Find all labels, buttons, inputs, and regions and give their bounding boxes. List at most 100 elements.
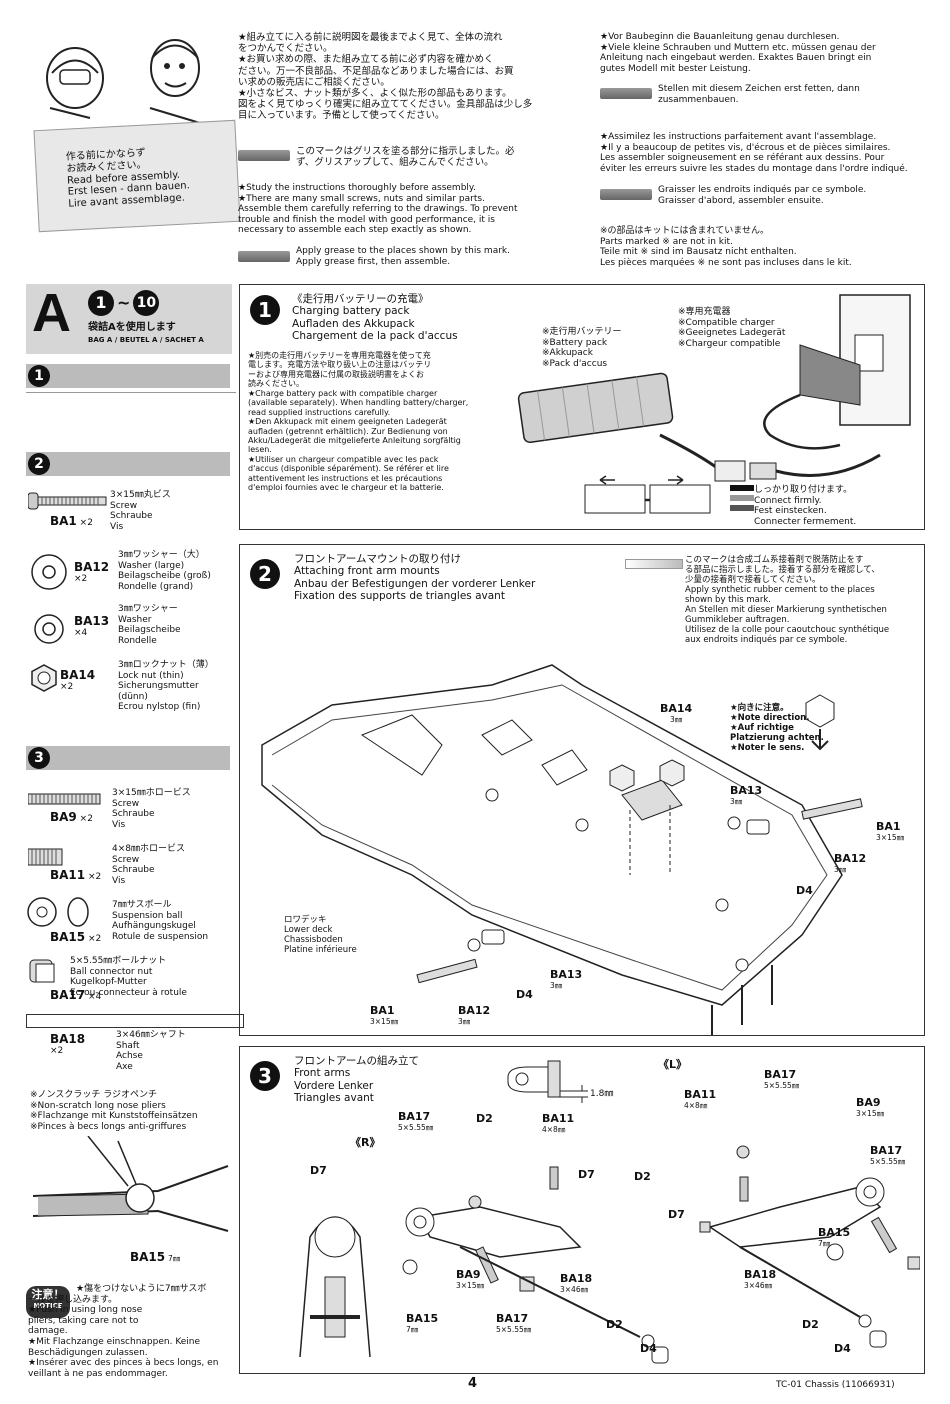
step-3-title: フロントアームの組み立て Front arms Vordere Lenker T… xyxy=(294,1055,420,1105)
battery-charger-illustration xyxy=(517,294,911,514)
left-arm-illustration xyxy=(699,1145,920,1348)
step-range-start: 1 xyxy=(88,290,114,316)
step-2-box: 2 フロントアームマウントの取り付け Attaching front arm m… xyxy=(239,544,925,1036)
bag-multilang: BAG A / BEUTEL A / SACHET A xyxy=(88,336,204,344)
page-number: 4 xyxy=(468,1376,478,1391)
bag-header: A 1 ~ 10 袋詰Aを使用します BAG A / BEUTEL A / SA… xyxy=(26,283,232,354)
parts-band-1: 1 xyxy=(26,364,230,388)
l-label-d2-top: D2 xyxy=(634,1170,651,1183)
part-ba14: BA14×2 xyxy=(60,668,96,693)
part-ba18: BA18×2 xyxy=(50,1032,86,1057)
grease-mark-icon xyxy=(238,150,290,161)
notice-badge: 注意！ NOTICE xyxy=(26,1286,70,1318)
lower-deck-illustration xyxy=(261,664,863,1035)
part-ba1-desc: 3×15㎜丸ビス Screw Schraube Vis xyxy=(110,490,171,532)
r-label-d7-top: D7 xyxy=(310,1164,327,1177)
l-label-d2-bottom: D2 xyxy=(802,1318,819,1331)
grease-mark-icon xyxy=(238,251,290,262)
step-1-body: ★別売の走行用バッテリーを専用充電器を使って充 電します。充電方法や取り扱い上の… xyxy=(248,351,469,493)
grease-fr-text: Graisser les endroits indiqués par ce sy… xyxy=(658,185,867,206)
dimension-label: 1.8㎜ xyxy=(590,1089,614,1099)
cement-mark-icon xyxy=(625,559,683,569)
part-ba15-desc: 7㎜サスボール Suspension ball Aufhängungskugel… xyxy=(112,900,209,942)
lock-nut-icon xyxy=(31,664,57,692)
direction-arrow-icon xyxy=(805,694,835,751)
pliers-note: ※ノンスクラッチ ラジオペンチ ※Non-scratch long nose p… xyxy=(30,1090,198,1132)
r-label-d2-top: D2 xyxy=(476,1112,493,1125)
model-footer: TC-01 Chassis (11066931) xyxy=(776,1380,895,1390)
lower-deck-label: ロワデッキ Lower deck Chassisboden Platine in… xyxy=(284,915,357,956)
washer-large-icon xyxy=(31,554,67,590)
hollow-screw-icon xyxy=(28,793,101,805)
part-ba11: BA11 ×2 xyxy=(50,868,102,882)
l-label-d4: D4 xyxy=(834,1342,851,1355)
intro-en-text: ★Study the instructions thoroughly befor… xyxy=(238,183,518,236)
step-range-end: 10 xyxy=(133,290,160,316)
part-ba17-desc: 5×5.55㎜ボールナット Ball connector nut Kugelko… xyxy=(70,956,187,998)
cement-note: このマークは合成ゴム系接着剤で脱落防止をす る部品に指示しました。接着する部分を… xyxy=(685,555,890,646)
right-arm-illustration xyxy=(402,1166,669,1364)
step-2-number: 2 xyxy=(250,559,280,589)
intro-fr-text: ★Assimilez les instructions parfaitement… xyxy=(600,132,908,174)
step-1-title: 《走行用バッテリーの充電》 Charging battery pack Aufl… xyxy=(292,293,458,343)
step-3-number: 3 xyxy=(250,1061,280,1091)
grease-en-text: Apply grease to the places shown by this… xyxy=(296,246,510,267)
battery-label: ※走行用バッテリー ※Battery pack ※Akkupack ※Pack … xyxy=(542,327,622,369)
right-side-marker: 《R》 xyxy=(350,1136,381,1149)
divider xyxy=(26,392,236,393)
parts-band-3: 3 xyxy=(26,746,230,770)
not-in-kit-note: ※の部品はキットには含まれていません。 Parts marked ※ are n… xyxy=(600,226,852,268)
parts-band-2: 2 xyxy=(26,452,230,476)
screw-icon xyxy=(28,492,107,510)
shaft-bar xyxy=(26,1014,244,1028)
part-ba12: BA12×2 xyxy=(74,560,110,585)
part-ba11-desc: 4×8㎜ホロービス Screw Schraube Vis xyxy=(112,844,185,886)
ball-connector-nut-icon xyxy=(29,959,55,983)
mascot-illustration xyxy=(46,39,201,124)
ball-connector-detail xyxy=(507,1060,588,1103)
step-3-box: 3 フロントアームの組み立て Front arms Vordere Lenker… xyxy=(239,1046,925,1374)
grease-de-text: Stellen mit diesem Zeichen erst fetten, … xyxy=(658,84,860,105)
pliers-illustration xyxy=(32,1136,229,1232)
bag-letter: A xyxy=(32,283,71,343)
part-ba18-desc: 3×46㎜シャフト Shaft Achse Axe xyxy=(116,1030,186,1072)
part-ba14-desc: 3㎜ロックナット（薄） Lock nut (thin) Sicherungsmu… xyxy=(118,660,214,713)
r-label-d2-bottom: D2 xyxy=(606,1318,623,1331)
left-side-marker: 《L》 xyxy=(658,1058,688,1071)
part-ba17: BA17 ×4 xyxy=(50,988,102,1002)
step-2-title: フロントアームマウントの取り付け Attaching front arm mou… xyxy=(294,553,536,603)
bag-jp: 袋詰Aを使用します xyxy=(88,322,176,333)
step-range-separator: ~ xyxy=(117,292,131,312)
part-ba15: BA15 ×2 xyxy=(50,930,102,944)
note-direction: ★向きに注意。 ★Note direction. ★Auf richtige P… xyxy=(730,703,824,754)
l-label-d7: D7 xyxy=(668,1208,685,1221)
step-1-box: 1 《走行用バッテリーの充電》 Charging battery pack Au… xyxy=(239,284,925,530)
intro-jp-text: ★組み立てに入る前に説明図を最後までよく見て、全体の流れ をつかんでください。 … xyxy=(238,32,533,122)
label-d4-right: D4 xyxy=(796,884,813,897)
r-label-d4: D4 xyxy=(640,1342,657,1355)
part-ba13-desc: 3㎜ワッシャー Washer Beilagscheibe Rondelle xyxy=(118,604,181,646)
step-1-number: 1 xyxy=(250,295,280,325)
read-before-card: 作る前にかならず お読みください。 Read before assembly. … xyxy=(33,119,241,233)
part-ba9: BA9 ×2 xyxy=(50,810,93,824)
hollow-screw-short-icon xyxy=(28,848,63,866)
label-d4-left: D4 xyxy=(516,988,533,1001)
washer-icon xyxy=(34,614,64,644)
